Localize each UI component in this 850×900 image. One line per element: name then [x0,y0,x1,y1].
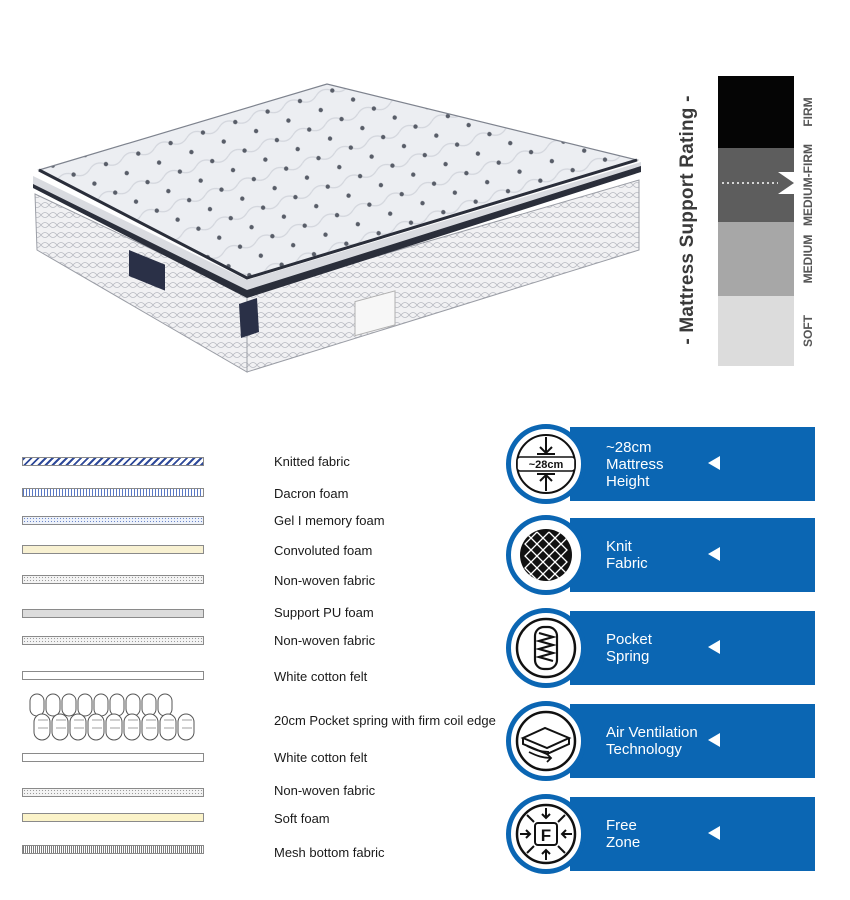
layer-label-white-cotton-felt-2: White cotton felt [274,750,368,765]
layer-label-dacron-foam: Dacron foam [274,486,349,501]
rating-segment-soft [718,296,794,366]
layer-swatch-support-pu-foam [22,609,204,618]
layer-swatch-mesh-bottom-fabric [22,845,204,854]
feature-text: ~28cm Mattress Height [606,438,664,490]
layer-label-soft-foam: Soft foam [274,811,330,826]
layer-label-support-pu-foam: Support PU foam [274,605,374,620]
layer-label-convoluted-foam: Convoluted foam [274,543,373,558]
layer-label-gel-memory-foam: Gel I memory foam [274,513,385,528]
feature-air-ventilation: Air Ventilation Technology [502,701,815,781]
height-icon: ~28cm [506,424,586,504]
layer-label-mesh-bottom-fabric: Mesh bottom fabric [274,845,385,860]
layer-swatch-dacron-foam [22,488,204,497]
feature-knit-fabric: Knit Fabric [502,515,815,595]
layer-swatch-white-cotton-felt-1 [22,671,204,680]
svg-text:F: F [541,826,551,845]
layer-label-pocket-spring: 20cm Pocket spring with firm coil edge [274,713,496,728]
air-ventilation-icon [506,701,586,781]
feature-free-zone: F Free Zone [502,794,815,874]
rating-segment-medium-firm [718,148,794,222]
rating-label-soft: SOFT [801,315,815,347]
rating-title: - Mattress Support Rating - [677,95,698,345]
knit-icon [506,515,586,595]
rating-selection-marker [722,172,794,194]
feature-mattress-height: ~28cm ~28cm Mattress Height [502,424,815,504]
arrow-left-icon [708,826,720,840]
layer-swatch-knitted-fabric [22,457,204,466]
arrow-left-icon [708,733,720,747]
layer-swatch-convoluted-foam [22,545,204,554]
layer-label-white-cotton-felt-1: White cotton felt [274,669,368,684]
layer-swatch-non-woven-fabric-2 [22,636,204,645]
support-rating-scale [718,76,794,366]
layer-label-non-woven-fabric-2: Non-woven fabric [274,633,376,648]
rating-label-medium: MEDIUM [801,234,815,284]
spring-icon [506,608,586,688]
arrow-left-icon [708,547,720,561]
layer-swatch-gel-memory-foam [22,516,204,525]
layer-swatch-non-woven-fabric-1 [22,575,204,584]
rating-label-medium-firm: MEDIUM-FIRM [801,144,815,226]
layer-swatch-soft-foam [22,813,204,822]
layer-label-non-woven-fabric-1: Non-woven fabric [274,573,376,588]
layer-swatch-non-woven-fabric-3 [22,788,204,797]
feature-text: Free Zone [606,817,641,851]
feature-text: Knit Fabric [606,538,648,572]
arrow-left-icon [708,456,720,470]
rating-segment-medium [718,222,794,296]
svg-text:~28cm: ~28cm [529,459,564,471]
feature-text: Air Ventilation Technology [606,724,698,758]
rating-label-firm: FIRM [801,97,815,127]
free-zone-icon: F [506,794,586,874]
pocket-spring-swatch [29,693,195,741]
mattress-illustration [33,83,641,373]
feature-text: Pocket Spring [606,631,652,665]
layer-swatch-white-cotton-felt-2 [22,753,204,762]
feature-pocket-spring: Pocket Spring [502,608,815,688]
arrow-left-icon [708,640,720,654]
rating-segment-firm [718,76,794,148]
layer-label-non-woven-fabric-3: Non-woven fabric [274,783,376,798]
layer-label-knitted-fabric: Knitted fabric [274,454,350,469]
